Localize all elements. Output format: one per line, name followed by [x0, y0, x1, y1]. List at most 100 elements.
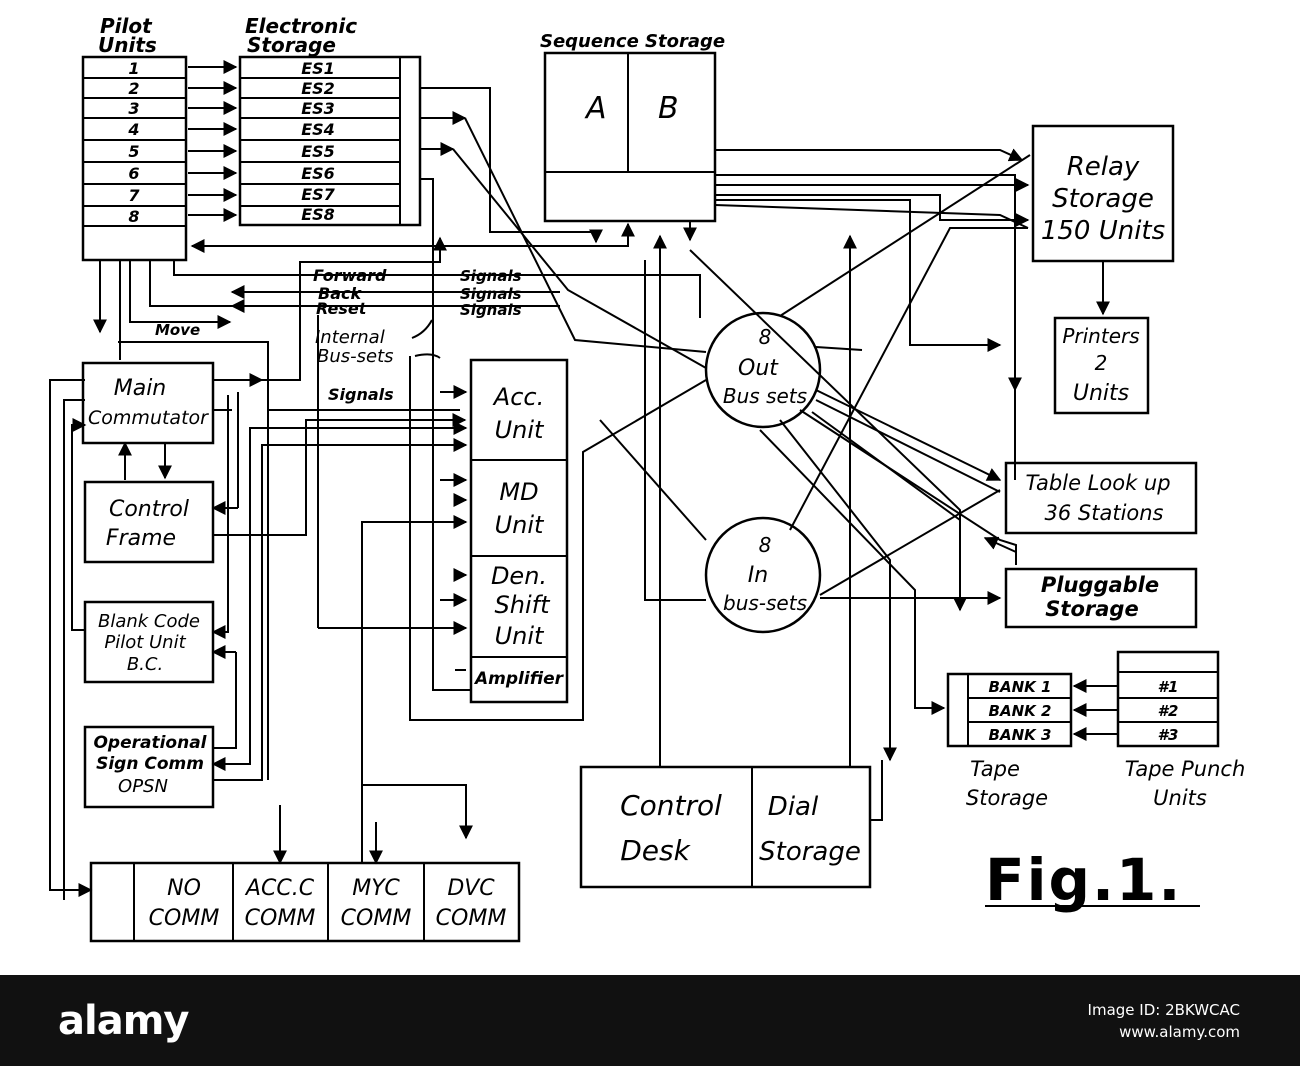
sequence-storage-b: B	[658, 91, 679, 126]
tape-storage-label-2: Storage	[966, 786, 1048, 810]
pilot-unit-6: 6	[128, 164, 139, 183]
printers-line1: Printers	[1062, 324, 1139, 348]
md-unit-line1: MD	[499, 478, 538, 506]
pilot-unit-1: 1	[128, 59, 139, 78]
punch-unit-3: #3	[1158, 726, 1179, 744]
punch-unit-2: #2	[1158, 702, 1179, 720]
control-desk-line1: Control	[620, 789, 722, 822]
figure-label: Fig.1.	[985, 846, 1182, 914]
comm-row-box	[89, 861, 521, 943]
main-commutator-line1: Main	[114, 376, 167, 401]
acc-comm-line2: COMM	[245, 906, 316, 931]
out-bus-line1: 8	[759, 325, 772, 349]
pilot-unit-8: 8	[128, 207, 139, 226]
relay-storage-line3: 150 Units	[1041, 216, 1165, 246]
main-commutator-box	[81, 361, 215, 445]
in-bus-line2: In	[748, 563, 768, 588]
signals-label-2: Signals	[460, 285, 522, 303]
dvc-comm-line2: COMM	[436, 906, 507, 931]
pilot-unit-3: 3	[128, 99, 139, 118]
out-bus-circle	[704, 311, 822, 429]
blank-code-box	[83, 600, 215, 684]
acc-comm-line1: ACC.C	[244, 876, 315, 901]
electronic-storage-rows	[240, 77, 400, 207]
sequence-storage-title: Sequence Storage	[540, 31, 725, 52]
connection-lines	[49, 87, 1118, 900]
opsn-line2: Sign Comm	[96, 754, 204, 774]
pilot-to-es-arrows	[188, 60, 238, 222]
pilot-units-title-2: Units	[98, 33, 157, 57]
dial-storage-line1: Dial	[768, 792, 819, 822]
control-desk-box	[579, 765, 872, 889]
no-comm-line2: COMM	[149, 906, 220, 931]
dvc-comm-line1: DVC	[447, 876, 495, 901]
myc-comm-line2: COMM	[341, 906, 412, 931]
den-unit-line1: Den.	[491, 562, 547, 590]
image-id-block: Image ID: 2BKWCAC www.alamy.com	[1088, 999, 1240, 1043]
pluggable-storage-box	[1004, 567, 1198, 629]
internal-bus-label-2: Bus-sets	[317, 346, 394, 367]
punch-unit-1: #1	[1158, 678, 1179, 696]
opsn-box	[83, 725, 215, 809]
den-unit-line2: Shift	[495, 591, 552, 619]
es-row-8: ES8	[301, 205, 335, 224]
control-frame-line2: Frame	[106, 526, 176, 551]
opsn-line1: Operational	[93, 733, 207, 753]
acc-unit-line1: Acc.	[492, 383, 544, 411]
opsn-line3: OPSN	[118, 776, 168, 797]
pilot-unit-4: 4	[127, 120, 139, 139]
in-bus-line1: 8	[759, 533, 772, 557]
internal-bus-label: Internal	[315, 327, 385, 348]
sequence-storage-box	[543, 51, 717, 223]
relay-storage-line2: Storage	[1052, 184, 1154, 214]
move-label: Move	[155, 321, 200, 339]
bank-1: BANK 1	[989, 678, 1052, 696]
es-row-1: ES1	[301, 59, 335, 78]
sequence-storage-a: A	[584, 91, 607, 126]
signals-label-3: Signals	[460, 301, 522, 319]
blank-code-line2: Pilot Unit	[104, 632, 186, 653]
myc-comm-line1: MYC	[352, 876, 400, 901]
table-lookup-line1: Table Look up	[1025, 471, 1170, 495]
pilot-unit-2: 2	[128, 79, 139, 98]
dial-storage-line2: Storage	[759, 837, 861, 867]
in-bus-circle	[704, 516, 822, 634]
pilot-unit-7: 7	[128, 186, 140, 205]
pilot-unit-5: 5	[128, 142, 139, 161]
tape-punch-label-2: Units	[1153, 786, 1207, 810]
printers-box	[1053, 316, 1150, 415]
es-row-7: ES7	[301, 185, 335, 204]
electronic-storage-title-2: Storage	[247, 33, 336, 57]
den-unit-line3: Unit	[495, 622, 545, 650]
out-bus-line2: Out	[738, 356, 779, 381]
table-lookup-box	[1004, 461, 1198, 535]
stock-footer-bar: alamy Image ID: 2BKWCAC www.alamy.com	[0, 975, 1300, 1066]
es-row-5: ES5	[301, 142, 335, 161]
pilot-units-title: Pilot	[100, 14, 153, 38]
es-row-2: ES2	[301, 79, 335, 98]
site-url[interactable]: www.alamy.com	[1119, 1022, 1240, 1041]
back-label: Back	[318, 284, 362, 303]
amplifier-label: Amplifier	[473, 669, 565, 689]
bank-3: BANK 3	[989, 726, 1052, 744]
electronic-storage-title: Electronic	[245, 14, 357, 38]
control-frame-box	[83, 480, 215, 564]
image-id: Image ID: 2BKWCAC	[1087, 1000, 1240, 1019]
main-commutator-line2: Commutator	[88, 407, 209, 429]
no-comm-line1: NO	[167, 876, 201, 901]
relay-storage-line1: Relay	[1067, 152, 1140, 182]
reset-label: Reset	[316, 299, 368, 318]
es-row-4: ES4	[301, 120, 335, 139]
acc-unit-line2: Unit	[495, 416, 545, 444]
md-unit-line2: Unit	[495, 511, 545, 539]
in-bus-line3: bus-sets	[723, 591, 807, 615]
alamy-logo[interactable]: alamy	[58, 997, 189, 1044]
blank-code-line1: Blank Code	[98, 611, 200, 632]
pilot-units-rows	[83, 77, 186, 227]
pluggable-line2: Storage	[1045, 597, 1138, 621]
table-lookup-line2: 36 Stations	[1045, 501, 1164, 525]
blank-code-line3: B.C.	[127, 654, 163, 675]
es-row-3: ES3	[301, 99, 335, 118]
signals-lower-label: Signals	[328, 385, 394, 404]
control-frame-line1: Control	[109, 497, 189, 522]
